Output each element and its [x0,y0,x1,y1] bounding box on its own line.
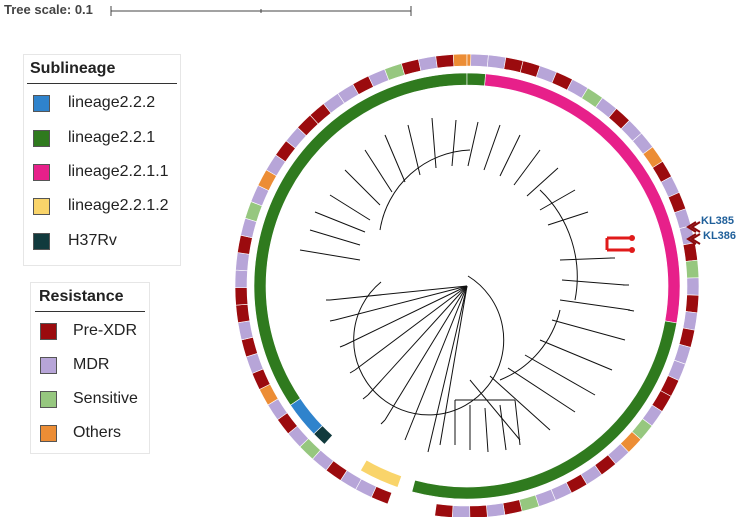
resistance-segment [451,505,471,517]
resistance-segment [234,287,249,306]
legend-item-lineage2-2-1-2: lineage2.2.1.2 [33,197,169,215]
resistance-segment [418,55,438,72]
resistance-segment [234,269,248,288]
legend-label: Pre-XDR [73,322,138,339]
sublineage-legend: Sublineage lineage2.2.2 lineage2.2.1 lin… [23,54,181,266]
legend-item-others: Others [40,424,121,442]
legend-item-lineage2-2-2: lineage2.2.2 [33,94,155,112]
resistance-segment [241,336,258,358]
resistance-segment [685,259,700,279]
legend-swatch [40,390,57,408]
legend-swatch [33,232,50,250]
sublineage-segment [466,72,486,87]
resistance-segment [518,494,540,512]
legend-swatch [40,424,57,442]
highlight-label-kl386: KL386 [703,230,737,242]
sublineage-segment [411,320,678,500]
resistance-segment [435,54,455,69]
highlighted-branch-tip [629,247,635,253]
resistance-segment [384,63,406,81]
resistance-segment [235,303,251,324]
legend-item-lineage2-2-1: lineage2.2.1 [33,129,155,147]
resistance-segment [466,53,472,67]
legend-divider [35,311,145,312]
sublineage-segment [484,73,681,324]
legend-swatch [33,197,50,215]
legend-label: lineage2.2.1 [68,129,156,146]
tree-scale-bar [110,6,412,16]
legend-label: Others [73,424,122,441]
legend-label: H37Rv [68,232,117,249]
legend-item-lineage2-2-1-1: lineage2.2.1.1 [33,163,169,181]
sublineage-segment [360,459,402,488]
resistance-segment [470,53,489,68]
resistance-segment [502,499,523,516]
resistance-segment [237,234,253,255]
legend-swatch [40,322,57,340]
resistance-ring [234,53,700,517]
resistance-segment [682,311,698,331]
legend-item-pre-xdr: Pre-XDR [40,322,137,340]
legend-label: MDR [73,356,110,373]
resistance-segment [685,294,700,314]
sublineage-ring [253,72,681,500]
legend-label: lineage2.2.2 [68,94,156,111]
double-chevron-marker-icon [686,221,701,245]
legend-divider [27,83,177,84]
tree-scale-label: Tree scale: 0.1 [4,2,93,17]
resistance-segment [678,327,696,348]
resistance-segment [434,503,454,517]
legend-swatch [33,94,50,112]
legend-label: Sensitive [73,390,138,407]
sublineage-segment [253,72,468,406]
resistance-segment [452,53,468,67]
tree-branches [299,117,635,453]
resistance-segment [682,242,698,262]
resistance-segment [237,320,254,341]
resistance-segment [486,502,506,517]
legend-swatch [33,129,50,147]
legend-label: lineage2.2.1.1 [68,163,169,180]
resistance-segment [469,504,488,517]
legend-item-h37rv: H37Rv [33,232,117,250]
sublineage-legend-title: Sublineage [30,60,116,77]
legend-item-mdr: MDR [40,356,109,374]
resistance-segment [235,252,250,272]
legend-item-sensitive: Sensitive [40,390,138,408]
resistance-legend: Resistance Pre-XDR MDR Sensitive Others [30,282,150,454]
resistance-legend-title: Resistance [39,288,124,305]
resistance-segment [400,58,422,76]
legend-label: lineage2.2.1.2 [68,197,169,214]
resistance-segment [686,277,700,296]
legend-swatch [33,163,50,181]
highlight-label-kl385: KL385 [701,215,735,227]
resistance-segment [503,56,524,73]
highlighted-branch-tip [629,235,635,241]
legend-swatch [40,356,57,374]
resistance-segment [486,54,507,70]
highlighted-branch [605,236,630,252]
